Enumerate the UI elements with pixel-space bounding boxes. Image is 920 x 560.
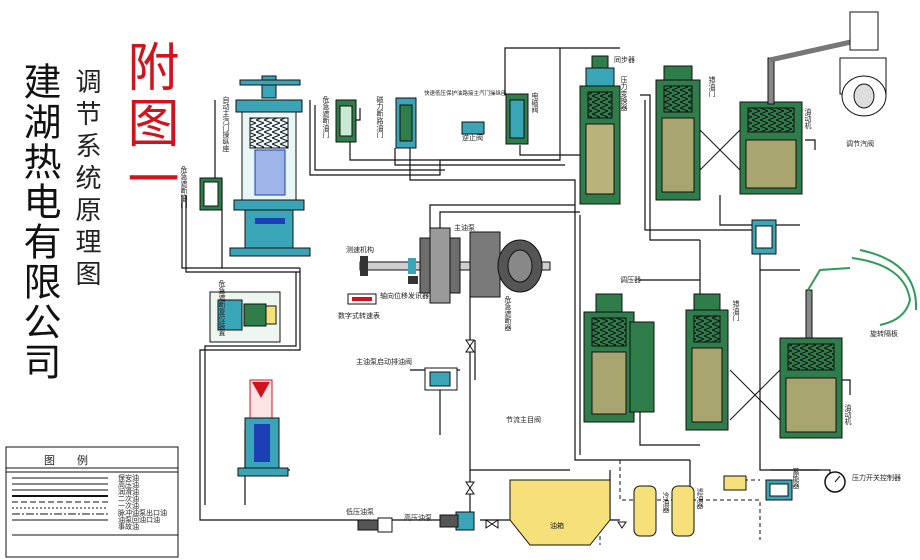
main-stop-valve bbox=[229, 75, 311, 257]
solenoid-valve-group bbox=[335, 93, 529, 149]
label-actuator-bottom: 油动机 bbox=[844, 403, 852, 426]
label-speed-display: 数字式转速表 bbox=[338, 311, 380, 320]
legend-symbols bbox=[12, 477, 178, 536]
label-solenoid: 电磁阀 bbox=[531, 91, 539, 114]
governing-valve bbox=[769, 11, 887, 117]
emergency-valve-small bbox=[199, 177, 223, 211]
legend-item-8: 事故油 bbox=[118, 522, 139, 531]
label-pressure-converter: 压力变换器 bbox=[620, 76, 628, 112]
label-filter: 滤油器 bbox=[696, 487, 704, 510]
emergency-reset-device bbox=[209, 291, 281, 343]
label-main-pump: 主油泵 bbox=[454, 223, 475, 232]
servo-motor-valve-top bbox=[655, 65, 701, 201]
valves-small bbox=[465, 339, 627, 529]
label-servo-top: 错油门 bbox=[708, 75, 716, 98]
label-main-stop-valve: 自动主汽门操纵座 bbox=[222, 95, 230, 153]
pressure-converter bbox=[579, 55, 621, 205]
label-pressure-switch: 压力开关控制器 bbox=[852, 473, 901, 482]
legend-title: 图 例 bbox=[44, 453, 88, 467]
label-gear-pump: 节流主目阀 bbox=[506, 415, 541, 424]
oil-tank bbox=[509, 479, 611, 546]
speed-regulator bbox=[583, 293, 655, 423]
legend-item-1: 保安油 bbox=[118, 473, 139, 482]
start-exhaust-valve bbox=[424, 367, 458, 391]
oil-filter bbox=[723, 475, 747, 491]
high-pressure-pump bbox=[439, 511, 475, 531]
pressure-gauge bbox=[824, 471, 846, 493]
label-tacho: 测速机构 bbox=[346, 245, 374, 254]
actuator-bottom bbox=[729, 289, 843, 439]
label-axial-sensor: 轴向位移发讯器 bbox=[380, 291, 429, 300]
label-emergency-governor: 危急遮断油门 bbox=[322, 95, 330, 139]
label-accumulator: 蓄能器 bbox=[792, 467, 800, 490]
label-speed-device: 同步器 bbox=[614, 56, 635, 64]
oil-coolers bbox=[633, 485, 695, 537]
figure-title: 附图一 bbox=[118, 40, 178, 208]
actuator-top bbox=[699, 57, 803, 195]
label-actuator-top: 油动机 bbox=[804, 107, 812, 130]
label-speed-feedback: 调压器 bbox=[620, 275, 641, 284]
label-emergency-breaker: 危急遮断器 bbox=[504, 295, 512, 332]
label-cooler: 冷油器 bbox=[662, 491, 670, 514]
legend-item-6: 脉冲油泵出口油 bbox=[118, 508, 167, 517]
label-emergency-reset: 危急遮断复位装置 bbox=[218, 279, 226, 336]
label-check-valve: 逆止阀 bbox=[462, 133, 483, 142]
low-pressure-pump bbox=[357, 517, 393, 533]
digital-tachometer bbox=[347, 293, 377, 305]
emergency-trip-valve bbox=[237, 379, 289, 477]
legend-item-7: 油泵回油口油 bbox=[118, 515, 160, 524]
label-servo-bottom: 错油门 bbox=[732, 299, 740, 322]
label-oil-tank: 油箱 bbox=[550, 521, 564, 530]
pressure-switch-box bbox=[765, 479, 793, 501]
feedback-device-right bbox=[751, 219, 777, 255]
label-rotary-plate: 旋转隔板 bbox=[870, 329, 898, 338]
turbine-shaft bbox=[359, 227, 551, 304]
legend-item-2: 高压油 bbox=[118, 480, 139, 489]
servo-motor-valve-bottom bbox=[685, 293, 729, 431]
legend-item-5: 一次油 bbox=[118, 501, 139, 510]
company-name: 建湖热电有限公司 bbox=[17, 62, 61, 382]
label-pressure-note: 快速低压保护油路接主汽门操纵座 bbox=[424, 89, 507, 97]
label-high-pump: 高压油泵 bbox=[404, 513, 432, 522]
label-power-switch: 磁力断路油门 bbox=[376, 95, 384, 139]
label-emergency-valve: 危急遮断油门 bbox=[180, 165, 188, 209]
label-low-pump: 低压油泵 bbox=[346, 507, 374, 516]
labels: 自动主汽门操纵座 危急遮断油门 危急遮断油门 磁力断路油门 快速低压保护油路接主… bbox=[44, 56, 901, 531]
legend-item-3: 润滑油 bbox=[118, 487, 139, 496]
rotary-diaphragm bbox=[807, 249, 918, 326]
label-start-pump: 主油泵启动排油阀 bbox=[356, 357, 412, 366]
label-regulator-valve: 调节汽阀 bbox=[846, 139, 874, 148]
diagram-subtitle: 调节系统原理图 bbox=[71, 68, 101, 292]
legend-item-4: 二次油 bbox=[118, 494, 139, 503]
